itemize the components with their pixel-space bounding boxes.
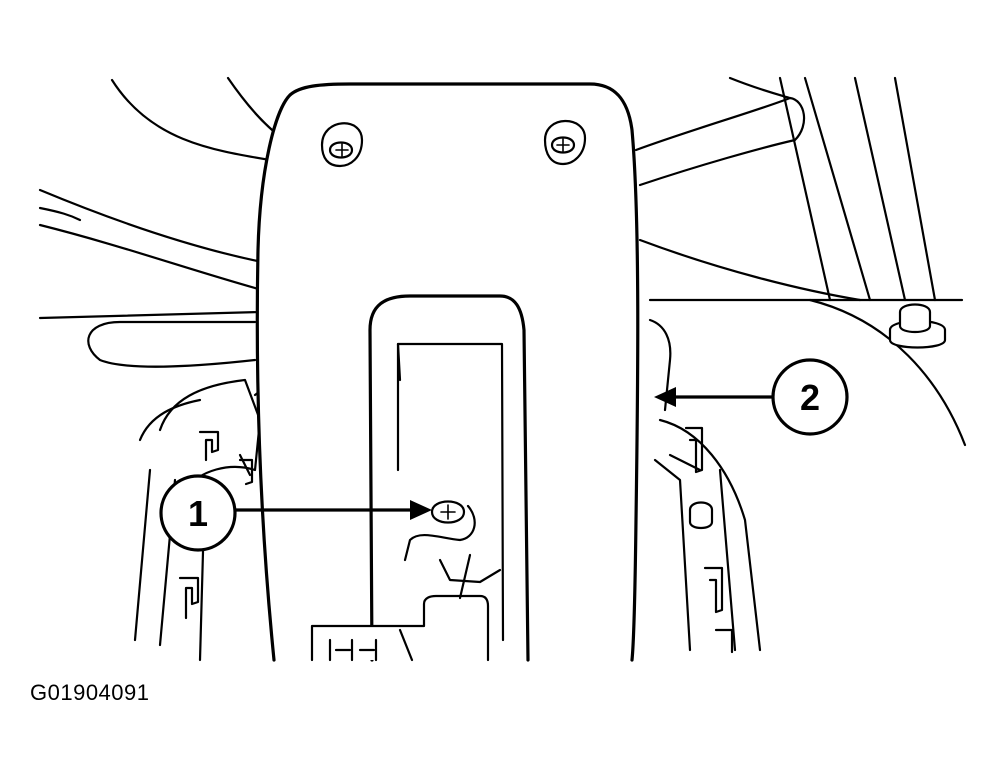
- steering-column-cover: [255, 82, 640, 662]
- figure-id: G01904091: [30, 680, 150, 705]
- background-parts: [38, 76, 967, 447]
- leader-arrows: [234, 387, 774, 520]
- upper-right-screw: [543, 119, 587, 166]
- callout-2: 2: [771, 358, 849, 436]
- right-bracket: [648, 318, 762, 654]
- callout-1-number: 1: [188, 493, 208, 534]
- screw-1: [430, 500, 466, 524]
- callout-2-number: 2: [800, 377, 820, 418]
- upper-left-screw: [320, 122, 364, 168]
- callout-1: 1: [159, 474, 237, 552]
